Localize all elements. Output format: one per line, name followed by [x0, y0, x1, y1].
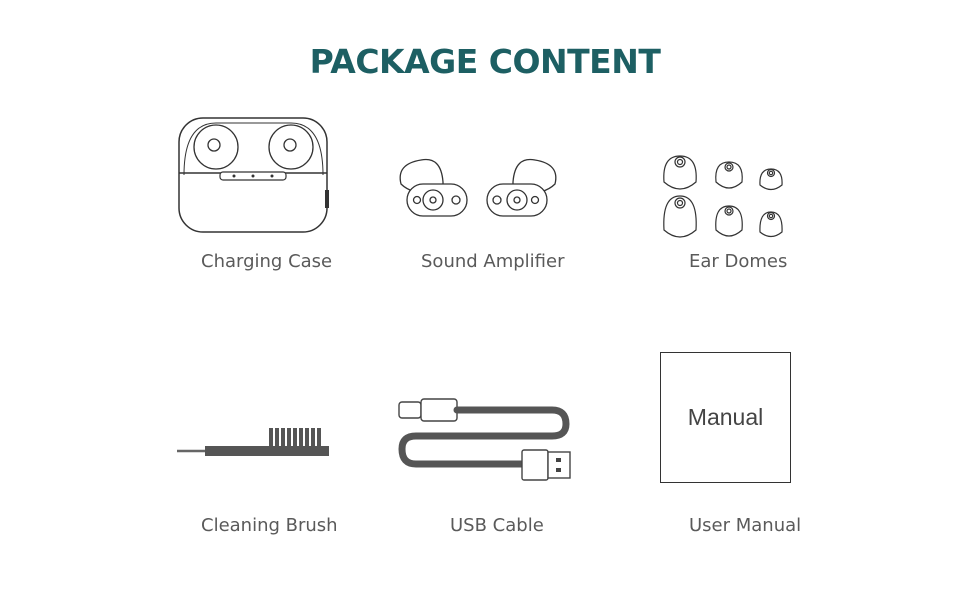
item-label-cleaning-brush: Cleaning Brush: [201, 515, 338, 536]
cleaning-brush-icon: [177, 428, 329, 456]
sound-amplifier-icon: [399, 158, 557, 217]
ear-domes-icon: [663, 155, 783, 238]
usb-cable-icon: [398, 398, 571, 481]
item-label-user-manual: User Manual: [689, 515, 802, 536]
item-label-ear-domes: Ear Domes: [689, 251, 788, 272]
manual-box-text: Manual: [687, 404, 764, 430]
item-label-usb-cable: USB Cable: [450, 515, 544, 536]
item-label-charging-case: Charging Case: [201, 251, 333, 272]
page-title: PACKAGE CONTENT: [309, 42, 661, 81]
item-label-sound-amplifier: Sound Amplifier: [421, 251, 565, 272]
charging-case-icon: [178, 117, 329, 233]
user-manual-icon: Manual: [660, 352, 791, 483]
